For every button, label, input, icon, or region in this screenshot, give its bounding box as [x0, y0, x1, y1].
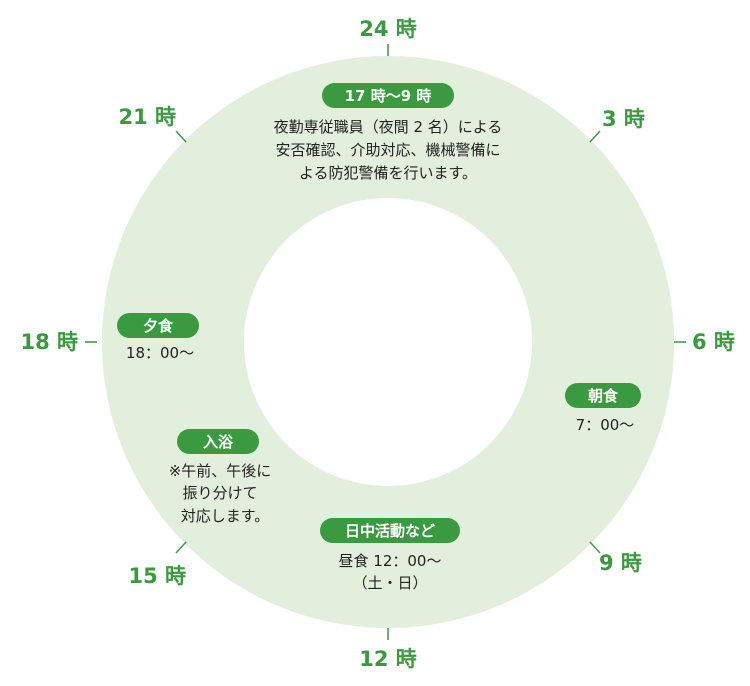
daytime-activity-block: 日中活動など 昼食 12：00〜 （土・日） [320, 518, 460, 592]
daytime-activity-badge [320, 518, 460, 543]
night-shift-line-1: 夜勤専従職員（夜間 2 名）による [274, 118, 503, 136]
night-shift-badge [322, 83, 454, 108]
daytime-activity-line-1: 昼食 12：00〜 [339, 552, 442, 570]
bath-line-2: 振り分けて [182, 484, 257, 502]
breakfast-badge [565, 383, 641, 408]
hour-label-24: 24 時 [359, 17, 417, 41]
night-shift-badge-text: 17 時〜9 時 [345, 87, 432, 105]
dinner-block: 夕食 18：00〜 [117, 313, 199, 362]
hour-label-9: 9 時 [599, 551, 642, 575]
tick-15 [175, 541, 187, 554]
hour-label-15: 15 時 [128, 564, 186, 588]
night-shift-block: 17 時〜9 時 夜勤専従職員（夜間 2 名）による 安否確認、介助対応、機械警… [274, 83, 503, 182]
schedule-ring [101, 55, 675, 629]
hour-label-3: 3 時 [602, 107, 645, 131]
breakfast-time: 7：00〜 [576, 416, 635, 434]
hour-label-6: 6 時 [692, 330, 735, 354]
bath-badge-text: 入浴 [203, 433, 234, 451]
breakfast-block: 朝食 7：00〜 [565, 383, 641, 434]
daytime-activity-badge-text: 日中活動など [345, 522, 435, 540]
hour-label-18: 18 時 [20, 330, 78, 354]
hour-label-12: 12 時 [359, 647, 417, 671]
bath-line-1: ※午前、午後に [169, 462, 272, 480]
night-shift-line-3: よる防犯警備を行います。 [299, 164, 477, 182]
tick-3 [589, 130, 601, 143]
night-shift-line-2: 安否確認、介助対応、機械警備に [275, 141, 500, 159]
bath-badge [177, 429, 259, 454]
dinner-time: 18：00〜 [126, 344, 194, 362]
daytime-activity-line-2: （土・日） [352, 574, 427, 592]
dinner-badge-text: 夕食 [143, 317, 174, 335]
hour-label-21: 21 時 [118, 105, 176, 129]
tick-21 [175, 130, 187, 143]
dinner-badge [117, 313, 199, 338]
breakfast-badge-text: 朝食 [588, 387, 619, 405]
tick-9 [589, 541, 601, 554]
bath-block: 入浴 ※午前、午後に 振り分けて 対応します。 [169, 429, 272, 525]
bath-line-3: 対応します。 [181, 507, 270, 525]
